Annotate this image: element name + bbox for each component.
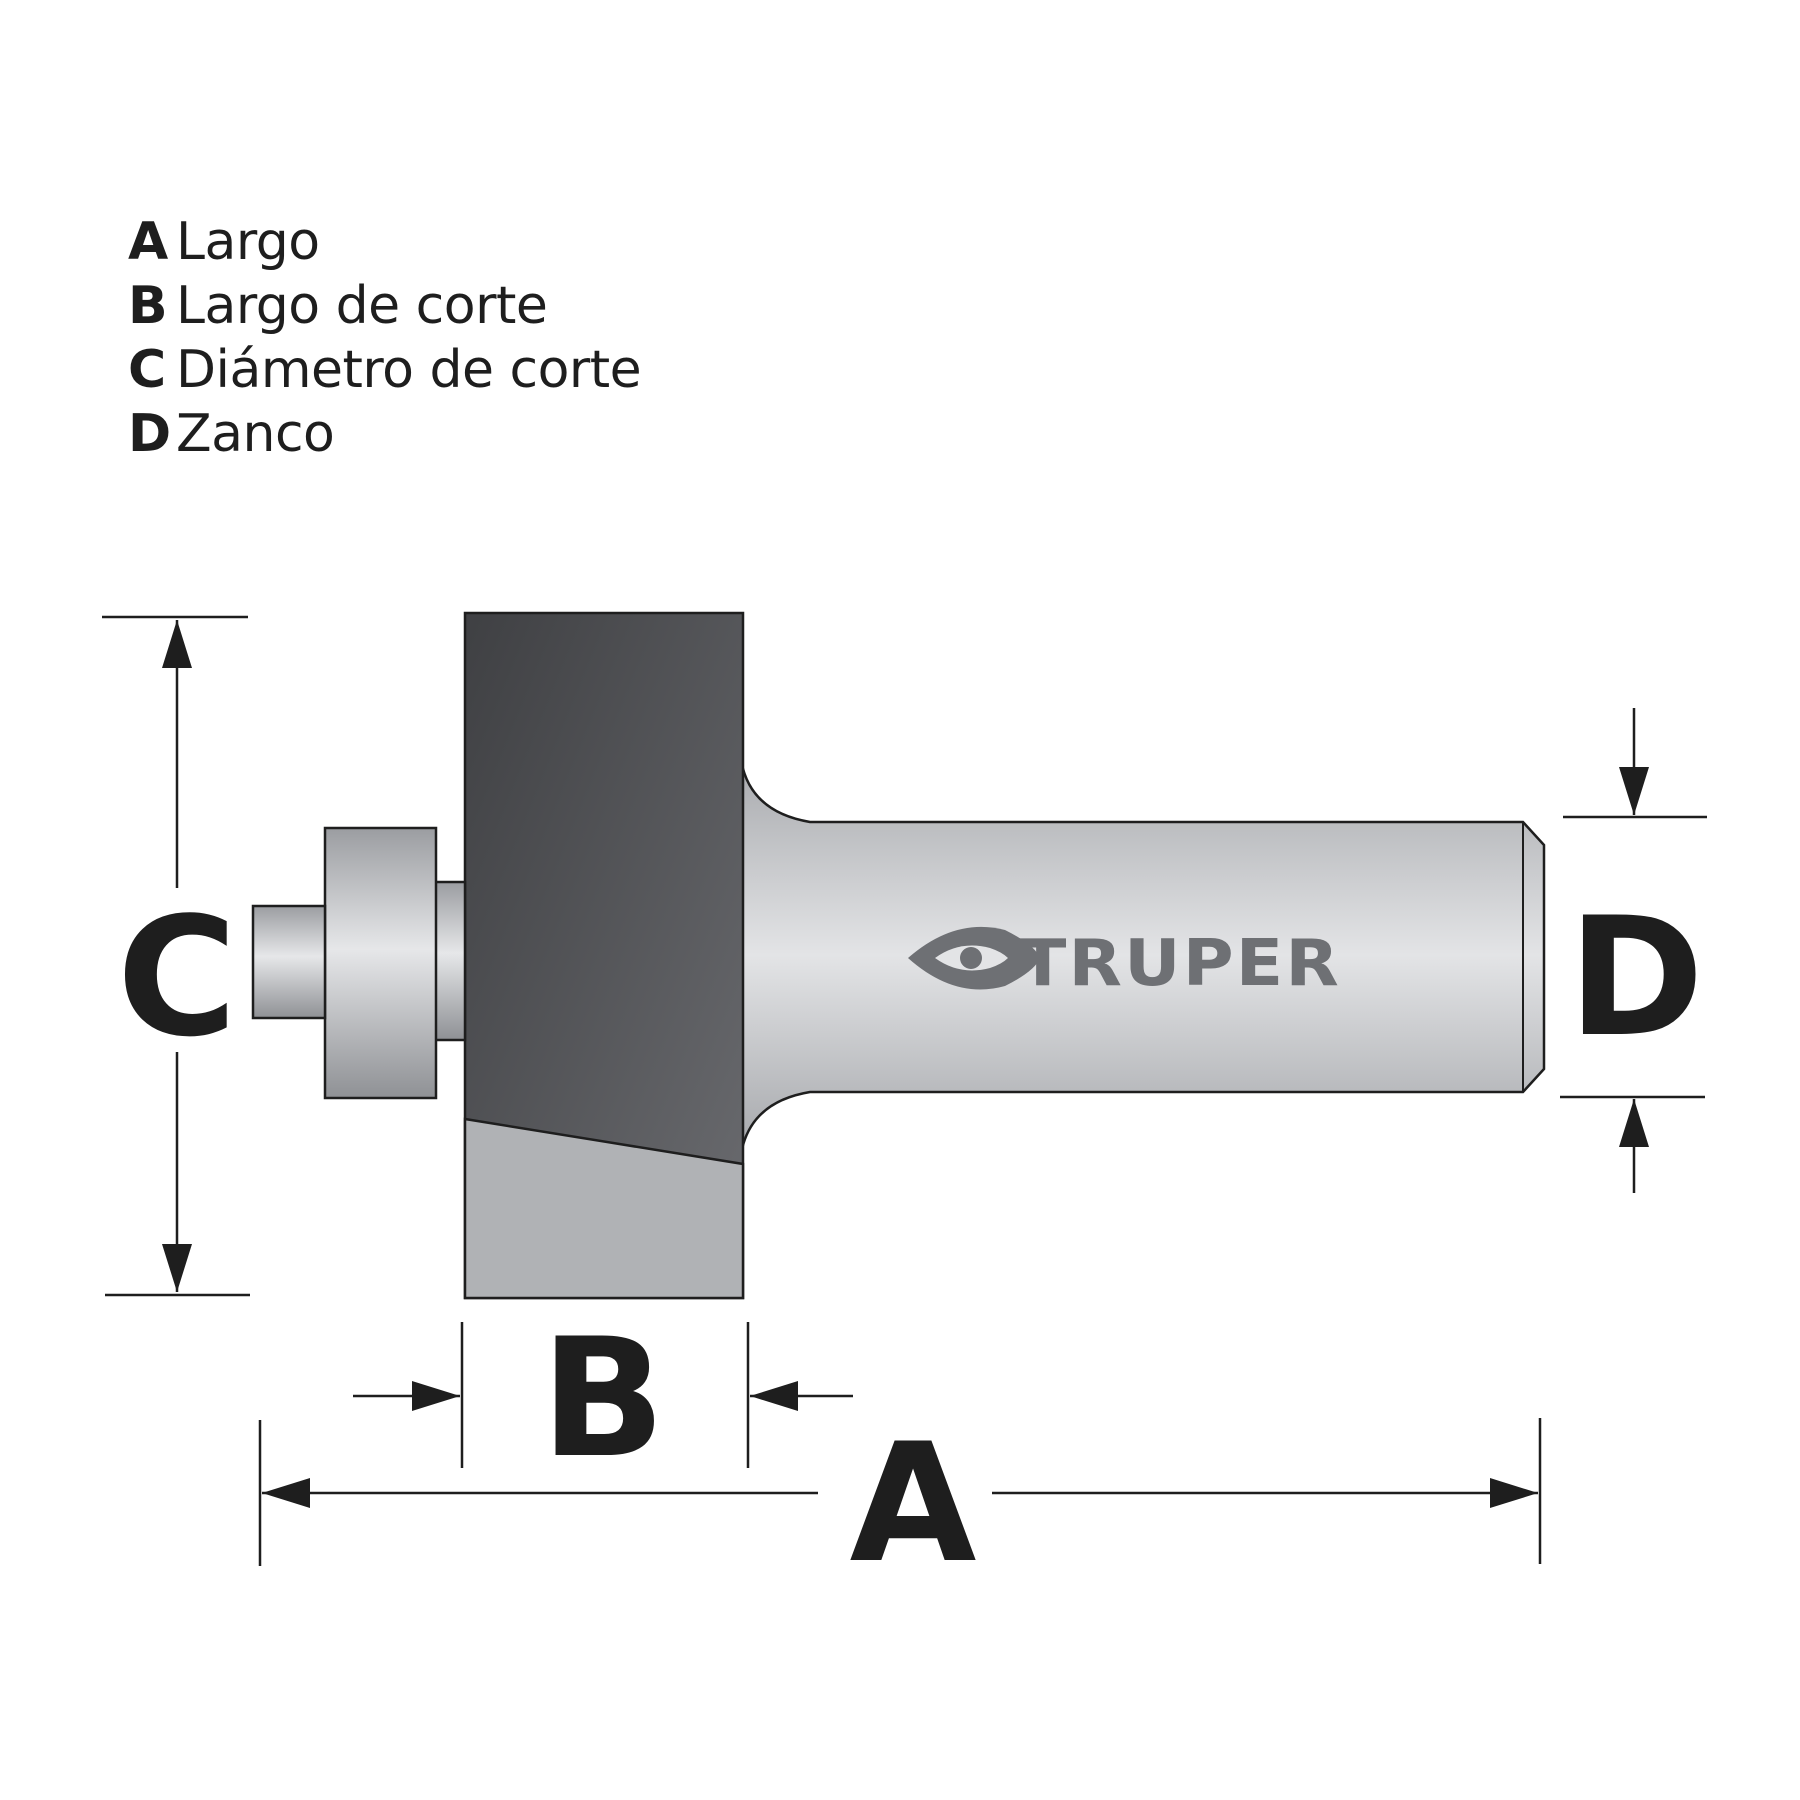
legend-text: Diámetro de corte — [176, 340, 642, 400]
dimension-label-b: B — [540, 1303, 665, 1494]
dimension-label-d: D — [1568, 882, 1704, 1073]
pilot-pin — [251, 904, 327, 1020]
legend-text: Largo — [176, 212, 320, 272]
shank — [739, 740, 1546, 1170]
brand-name: TRUPER — [1019, 927, 1341, 1001]
legend-text: Largo de corte — [176, 276, 548, 336]
pilot-bearing — [323, 826, 438, 1100]
cutter-edge — [463, 1117, 745, 1300]
dimension-label-c: C — [117, 882, 237, 1073]
legend-key: D — [128, 404, 171, 464]
legend-text: Zanco — [176, 404, 335, 464]
legend-key: B — [128, 276, 168, 336]
truper-logo-icon — [908, 926, 1040, 990]
legend-key: A — [128, 212, 168, 272]
legend-key: C — [128, 340, 166, 400]
dimension-label-a: A — [850, 1408, 977, 1599]
bearing-spacer — [433, 880, 467, 1042]
